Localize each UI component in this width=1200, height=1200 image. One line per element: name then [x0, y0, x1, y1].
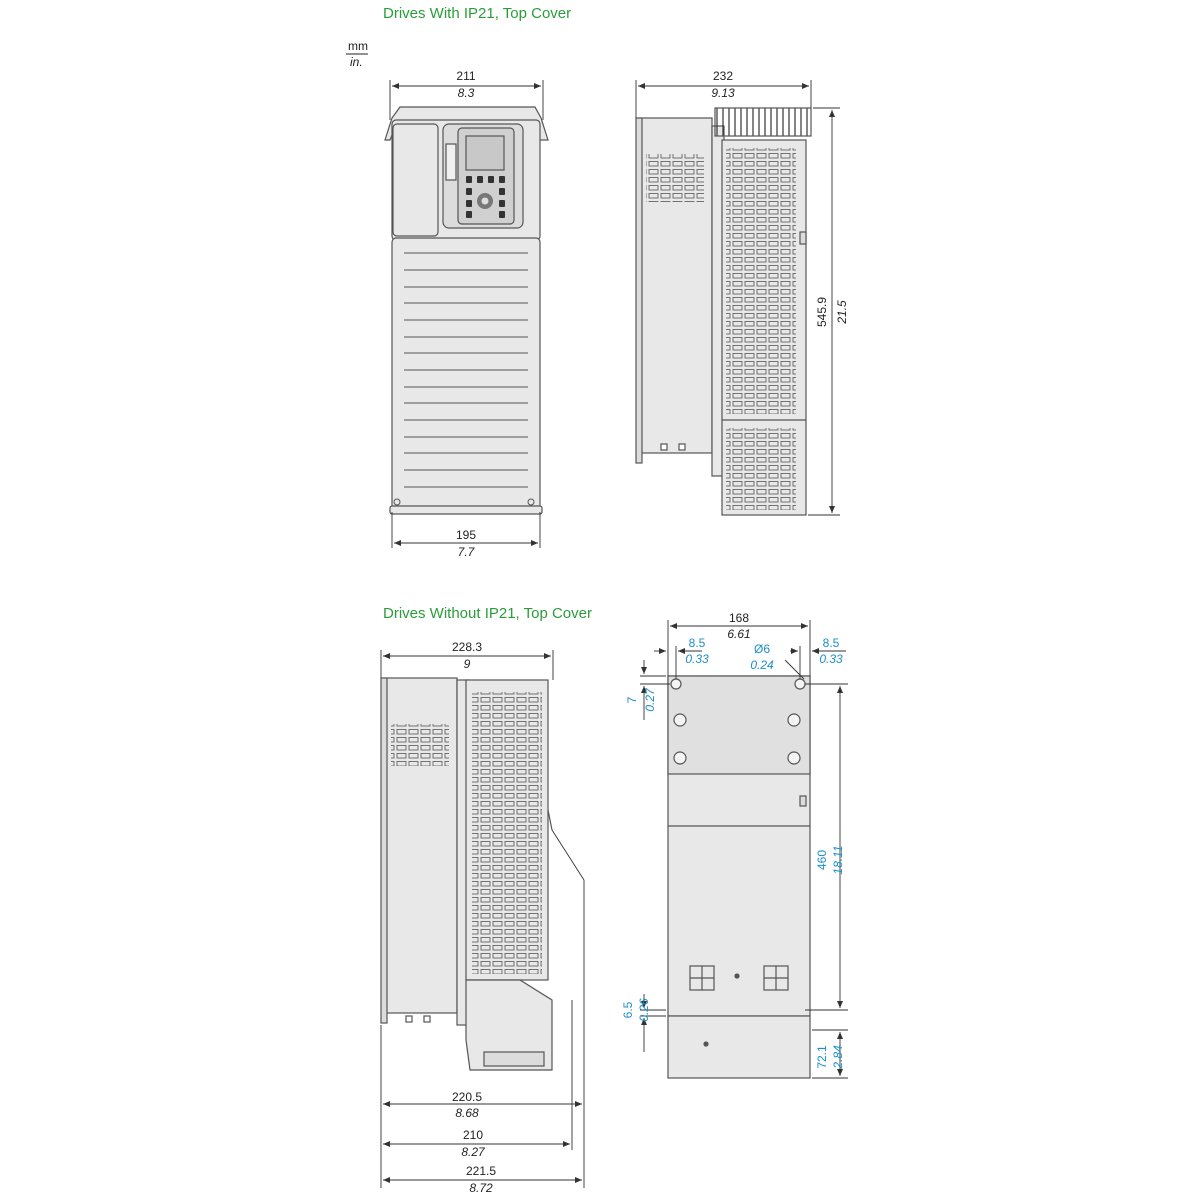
- dim-edge-left-in: 0.33: [685, 652, 709, 666]
- dim-hole-height-mm: 460: [815, 849, 829, 871]
- dim-depth-b-in: 9: [463, 657, 471, 671]
- dim-d221-in: 8.72: [469, 1181, 493, 1195]
- section-title-ip21: Drives With IP21, Top Cover: [383, 5, 572, 22]
- dim-width-in: 8.3: [457, 86, 475, 100]
- mounting-holes: [670, 678, 806, 765]
- hole-icon: [787, 713, 801, 727]
- unit-key-in: in.: [350, 55, 363, 69]
- keypad-buttons: [466, 176, 505, 218]
- dim-hole-height-in: 18.11: [831, 845, 845, 875]
- front-vent-lines: [404, 252, 528, 488]
- dim-top-offset-mm: 7: [625, 696, 639, 704]
- hole-icon: [673, 713, 687, 727]
- dim-depth-b-mm: 228.3: [451, 640, 483, 654]
- dim-d210-in: 8.27: [461, 1145, 485, 1159]
- dim-d220-in: 8.68: [455, 1106, 479, 1120]
- dim-lines-front: [389, 80, 544, 548]
- dim-d210-mm: 210: [462, 1128, 484, 1142]
- dim-base-width-mm: 195: [455, 528, 477, 542]
- dim-base-height-mm: 72.1: [815, 1045, 829, 1069]
- dim-lines-side: [635, 80, 840, 516]
- dim-depth-mm: 232: [712, 69, 734, 83]
- hole-icon: [794, 678, 806, 690]
- hole-icon: [670, 678, 682, 690]
- hole-icon: [673, 751, 687, 765]
- back-view-mounting: [667, 675, 811, 1079]
- hole-icon: [787, 751, 801, 765]
- dim-hole-spacing-mm: 168: [728, 611, 750, 625]
- dim-height-in: 21.5: [835, 300, 849, 324]
- dim-lines-side-b: [380, 650, 585, 1188]
- dim-hole-spacing-in: 6.61: [727, 627, 751, 641]
- side-view-no-ip21: [380, 677, 553, 1071]
- dim-hole-diameter-mm: Ø6: [753, 642, 771, 656]
- dim-lines-back: [640, 620, 848, 1079]
- dim-depth-in: 9.13: [711, 86, 735, 100]
- screw-icon: [527, 498, 535, 506]
- dim-hole-diameter-in: 0.24: [750, 658, 774, 672]
- dim-edge-right-in: 0.33: [819, 652, 843, 666]
- dim-height-mm: 545.9: [815, 296, 829, 328]
- unit-key-mm: mm: [348, 39, 368, 53]
- dim-bottom-offset-in: 0.26: [637, 998, 651, 1022]
- dim-base-width-in: 7.7: [457, 545, 475, 559]
- dim-top-offset-in: 0.27: [643, 688, 657, 712]
- side-view-ip21: [635, 107, 812, 516]
- dim-d221-mm: 221.5: [465, 1164, 497, 1178]
- dim-d220-mm: 220.5: [451, 1090, 483, 1104]
- dim-bottom-offset-mm: 6.5: [621, 1001, 635, 1019]
- section-title-no-ip21: Drives Without IP21, Top Cover: [383, 605, 592, 622]
- screw-icon: [393, 498, 401, 506]
- dim-width-mm: 211: [456, 69, 476, 83]
- dim-edge-right-mm: 8.5: [822, 636, 840, 650]
- dim-base-height-in: 2.84: [831, 1045, 845, 1069]
- dim-edge-left-mm: 8.5: [688, 636, 706, 650]
